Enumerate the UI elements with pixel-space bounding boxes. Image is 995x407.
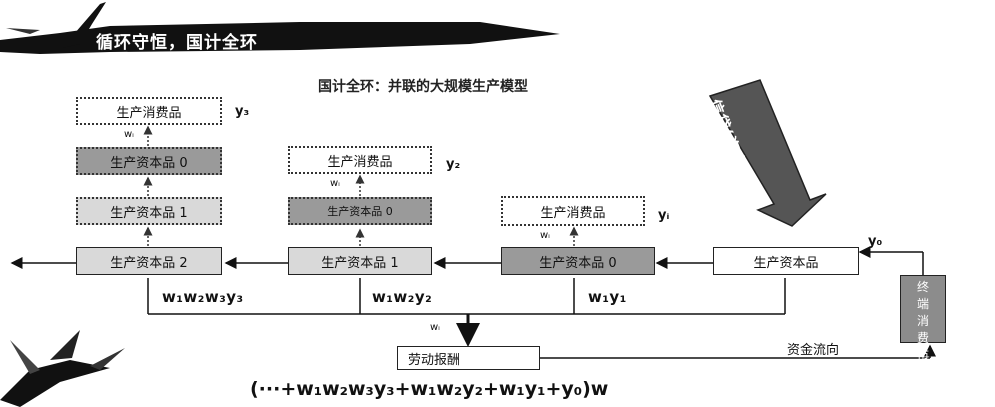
credit-arrow-icon bbox=[708, 79, 827, 227]
terminal-market-label: 终端消费市场 bbox=[916, 280, 929, 379]
capital-box-2-0: 生产资本品 0 bbox=[288, 197, 432, 225]
formula-chain-3: w₁y₁ bbox=[588, 288, 627, 306]
y0-label: y₀ bbox=[868, 234, 883, 249]
capital-box-2-1: 生产资本品 1 bbox=[288, 247, 432, 275]
consumer-box-3: 生产消费品 bbox=[501, 196, 645, 226]
w-label-2: wᵢ bbox=[330, 178, 340, 189]
w-label-1: wᵢ bbox=[124, 129, 134, 140]
y1-label: yᵢ bbox=[658, 208, 670, 223]
fund-flow-label: 资金流向 bbox=[787, 343, 840, 358]
capital-box-1-0: 生产资本品 0 bbox=[76, 147, 222, 175]
brush-banner bbox=[0, 2, 560, 54]
labor-w-label: wᵢ bbox=[430, 322, 440, 333]
y3-label: y₃ bbox=[235, 104, 250, 119]
ink-plant-decoration bbox=[0, 330, 125, 407]
formula-chain-1: w₁w₂w₃y₃ bbox=[162, 288, 244, 306]
diagram-title: 国计全环：并联的大规模生产模型 bbox=[318, 79, 528, 95]
terminal-market-box bbox=[900, 275, 946, 343]
w-label-3: wᵢ bbox=[540, 230, 550, 241]
capital-box-3-0: 生产资本品 0 bbox=[501, 247, 655, 275]
capital-box-1-1: 生产资本品 1 bbox=[76, 197, 222, 225]
consumer-box-2: 生产消费品 bbox=[288, 146, 432, 174]
root-capital-box: 生产资本品 bbox=[713, 247, 859, 275]
labor-box: 劳动报酬 bbox=[397, 346, 540, 370]
total-formula: (···+w₁w₂w₃y₃+w₁w₂y₂+w₁y₁+y₀)w bbox=[250, 378, 609, 400]
capital-box-1-2: 生产资本品 2 bbox=[76, 247, 222, 275]
formula-chain-2: w₁w₂y₂ bbox=[372, 288, 433, 306]
banner-title: 循环守恒，国计全环 bbox=[96, 33, 258, 53]
brush-icon bbox=[62, 2, 106, 48]
y2-label: y₂ bbox=[446, 157, 461, 172]
consumer-box-1: 生产消费品 bbox=[76, 97, 222, 125]
